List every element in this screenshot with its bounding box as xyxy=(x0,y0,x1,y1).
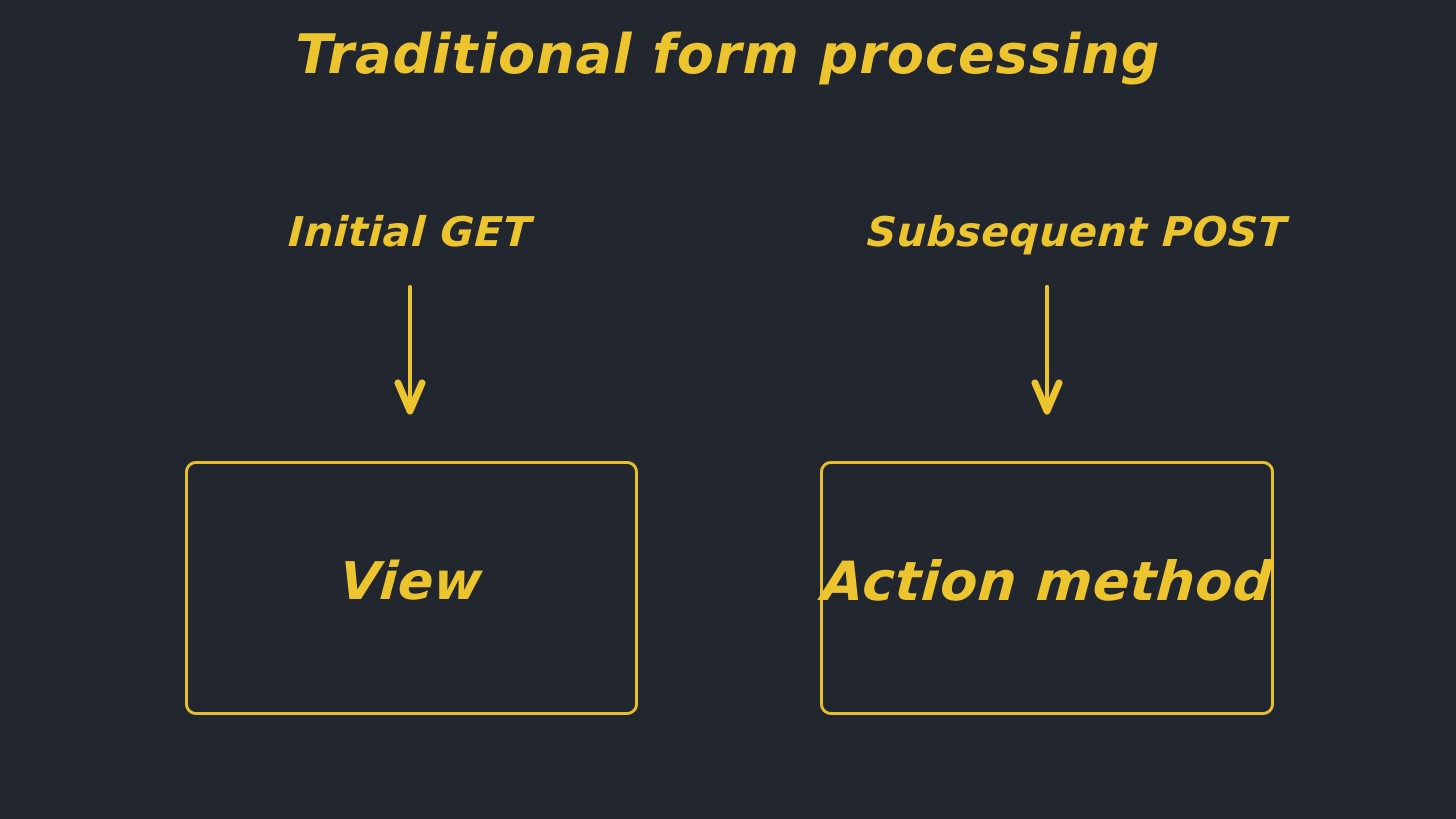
down-arrow-icon xyxy=(394,285,426,415)
node-box-action-method[interactable]: Action method xyxy=(820,461,1274,715)
node-box-view-label: View xyxy=(338,552,485,612)
down-arrow-icon xyxy=(1031,285,1063,415)
flow-label-subsequent-post: Subsequent POST xyxy=(865,208,1288,256)
node-box-view[interactable]: View xyxy=(185,461,638,715)
flow-label-initial-get: Initial GET xyxy=(287,208,533,256)
node-box-action-method-label: Action method xyxy=(819,550,1275,613)
down-arrow-icon-initial-get xyxy=(390,285,430,415)
down-arrow-icon-subsequent-post xyxy=(1027,285,1067,415)
page-title: Traditional form processing xyxy=(295,23,1161,86)
